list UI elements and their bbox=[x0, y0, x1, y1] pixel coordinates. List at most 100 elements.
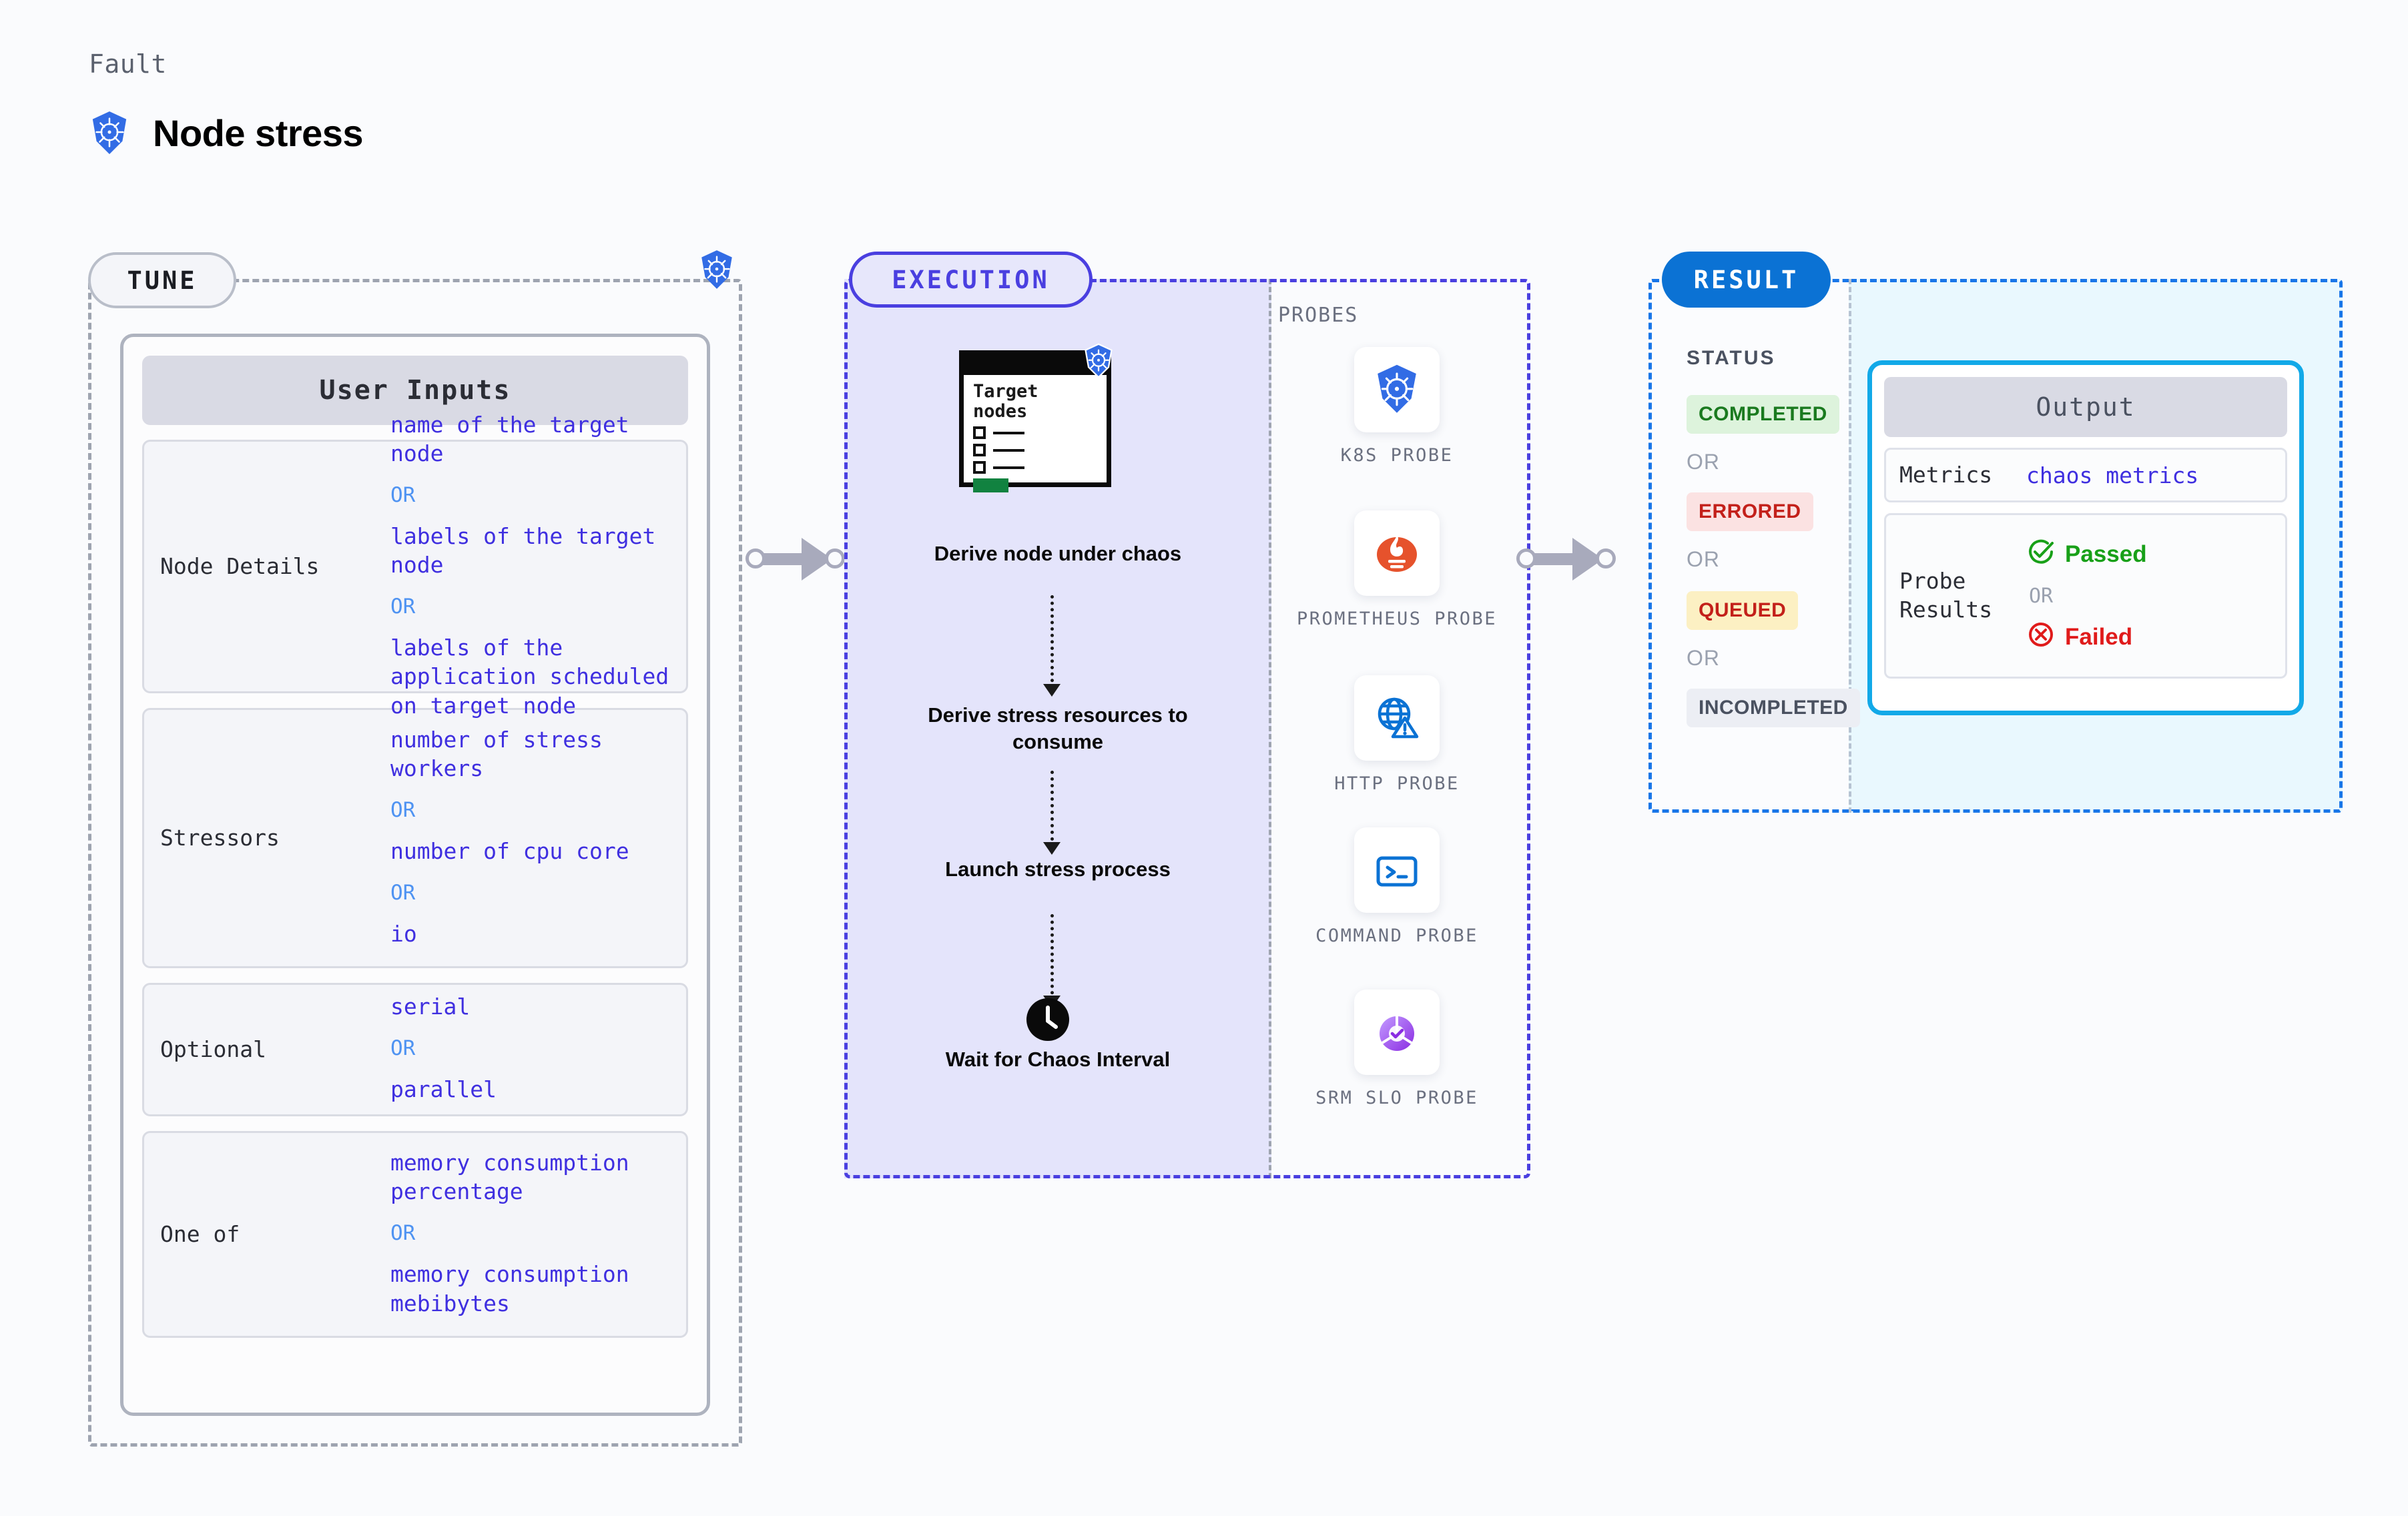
kubernetes-icon bbox=[698, 249, 735, 290]
fault-label: Fault bbox=[89, 49, 167, 79]
input-group-optional: Optional serial OR parallel bbox=[142, 983, 688, 1116]
probe-results-label: Probe Results bbox=[1899, 567, 2026, 625]
or-separator: OR bbox=[390, 594, 416, 619]
input-value: name of the target node bbox=[390, 411, 629, 467]
status-label: STATUS bbox=[1687, 347, 1776, 369]
output-header: Output bbox=[1884, 377, 2287, 437]
probe-caption: COMMAND PROBE bbox=[1315, 925, 1478, 946]
status-badge-queued: QUEUED bbox=[1687, 591, 1799, 630]
or-separator: OR bbox=[1687, 450, 1720, 474]
probe-results-label-line-1: Probe bbox=[1899, 568, 1966, 595]
input-group-label: Node Details bbox=[160, 552, 320, 579]
step-connector-arrowhead bbox=[1043, 842, 1061, 855]
input-value: io bbox=[390, 920, 417, 947]
terminal-icon bbox=[1354, 827, 1440, 913]
checkbox-row bbox=[973, 461, 1107, 474]
probe-caption: PROMETHEUS PROBE bbox=[1296, 609, 1498, 629]
target-nodes-card: Target nodes bbox=[959, 350, 1111, 493]
probe-results-label-line-2: Results bbox=[1899, 597, 1993, 623]
passed-text: Passed bbox=[2065, 541, 2147, 567]
input-value: memory consumption percentage bbox=[390, 1149, 629, 1205]
input-value: labels of the application scheduled on t… bbox=[390, 634, 669, 719]
prometheus-icon bbox=[1354, 510, 1440, 596]
line-placeholder bbox=[993, 431, 1024, 434]
execution-badge[interactable]: EXECUTION bbox=[849, 252, 1093, 308]
input-group-node-details: Node Details name of the target node OR … bbox=[142, 412, 688, 719]
input-group-stressors: Stressors number of stress workers OR nu… bbox=[142, 708, 688, 968]
user-inputs-header: User Inputs bbox=[142, 356, 688, 425]
metrics-value: chaos metrics bbox=[2026, 462, 2199, 488]
arrow-start-dot bbox=[1516, 548, 1536, 568]
line-placeholder bbox=[993, 448, 1024, 452]
result-badge[interactable]: RESULT bbox=[1662, 252, 1831, 308]
probe-item-http[interactable]: HTTP PROBE bbox=[1287, 675, 1507, 796]
checkbox-row bbox=[973, 444, 1107, 457]
output-card: Output Metrics chaos metrics Probe Resul… bbox=[1867, 360, 2304, 715]
input-value: serial bbox=[390, 994, 471, 1020]
or-separator: OR bbox=[1687, 646, 1720, 670]
arrow-end-dot bbox=[1596, 548, 1616, 568]
kubernetes-icon bbox=[1354, 347, 1440, 432]
checkbox-icon bbox=[973, 461, 986, 474]
result-column-divider bbox=[1849, 279, 1851, 813]
page-title: Node stress bbox=[89, 110, 364, 155]
user-inputs-card: User Inputs Node Details name of the tar… bbox=[120, 334, 710, 1416]
or-separator: OR bbox=[1687, 547, 1720, 571]
step-connector bbox=[1050, 771, 1057, 847]
card-title-bar bbox=[964, 355, 1107, 375]
fault-title-text: Node stress bbox=[153, 111, 364, 154]
failed-text: Failed bbox=[2065, 624, 2133, 650]
input-value: labels of the target node bbox=[390, 522, 656, 579]
input-group-label: Stressors bbox=[160, 824, 280, 851]
probe-result-failed: Failed bbox=[2026, 620, 2147, 655]
arrow-shaft bbox=[756, 553, 811, 565]
or-separator: OR bbox=[390, 482, 416, 507]
globe-warning-icon bbox=[1354, 675, 1440, 761]
probe-item-srm-slo[interactable]: SRM SLO PROBE bbox=[1287, 990, 1507, 1110]
status-badge-incompleted: INCOMPLETED bbox=[1687, 689, 1860, 727]
probe-item-prometheus[interactable]: PROMETHEUS PROBE bbox=[1287, 510, 1507, 631]
or-separator: OR bbox=[390, 798, 416, 822]
probe-caption: SRM SLO PROBE bbox=[1315, 1088, 1478, 1108]
arrow-end-dot bbox=[825, 548, 845, 568]
execution-panel bbox=[844, 279, 1530, 1178]
probe-caption: HTTP PROBE bbox=[1334, 773, 1460, 794]
checkbox-rows bbox=[973, 426, 1107, 474]
probe-result-passed: Passed bbox=[2026, 537, 2147, 573]
metrics-label: Metrics bbox=[1899, 461, 1993, 488]
checkbox-icon bbox=[973, 426, 986, 440]
x-circle-icon bbox=[2026, 620, 2056, 655]
execution-step-3: Launch stress process bbox=[945, 857, 1171, 881]
kubernetes-icon bbox=[1083, 343, 1115, 378]
step-connector bbox=[1050, 914, 1057, 1001]
status-badge-errored: ERRORED bbox=[1687, 492, 1813, 531]
input-group-label: One of bbox=[160, 1220, 240, 1247]
probe-item-k8s[interactable]: K8S PROBE bbox=[1287, 347, 1507, 468]
line-placeholder bbox=[993, 466, 1024, 469]
input-value: memory consumption mebibytes bbox=[390, 1261, 629, 1316]
flow-arrow-tune-to-execution bbox=[744, 538, 845, 581]
probes-label: PROBES bbox=[1278, 304, 1359, 327]
probe-item-command[interactable]: COMMAND PROBE bbox=[1287, 827, 1507, 948]
clock-icon bbox=[1025, 997, 1071, 1042]
srm-slo-icon bbox=[1354, 990, 1440, 1075]
checkbox-row bbox=[973, 426, 1107, 440]
input-value: number of stress workers bbox=[390, 726, 603, 782]
execution-step-1: Derive node under chaos bbox=[934, 542, 1182, 565]
or-separator: OR bbox=[2029, 584, 2054, 608]
tune-badge[interactable]: TUNE bbox=[88, 252, 236, 308]
input-value: number of cpu core bbox=[390, 838, 629, 864]
checkbox-icon bbox=[973, 444, 986, 457]
input-value: parallel bbox=[390, 1076, 497, 1102]
probe-caption: K8S PROBE bbox=[1340, 445, 1454, 466]
or-separator: OR bbox=[390, 1221, 416, 1245]
step-connector bbox=[1050, 595, 1057, 689]
card-title-line-1: Target bbox=[973, 381, 1038, 402]
check-circle-icon bbox=[2026, 537, 2056, 573]
kubernetes-icon bbox=[89, 110, 130, 155]
progress-bar bbox=[973, 478, 1008, 493]
output-row-metrics: Metrics chaos metrics bbox=[1884, 448, 2287, 502]
step-connector-arrowhead bbox=[1043, 684, 1061, 697]
arrow-start-dot bbox=[745, 548, 766, 568]
execution-step-2: Derive stress resources to consume bbox=[928, 703, 1188, 753]
